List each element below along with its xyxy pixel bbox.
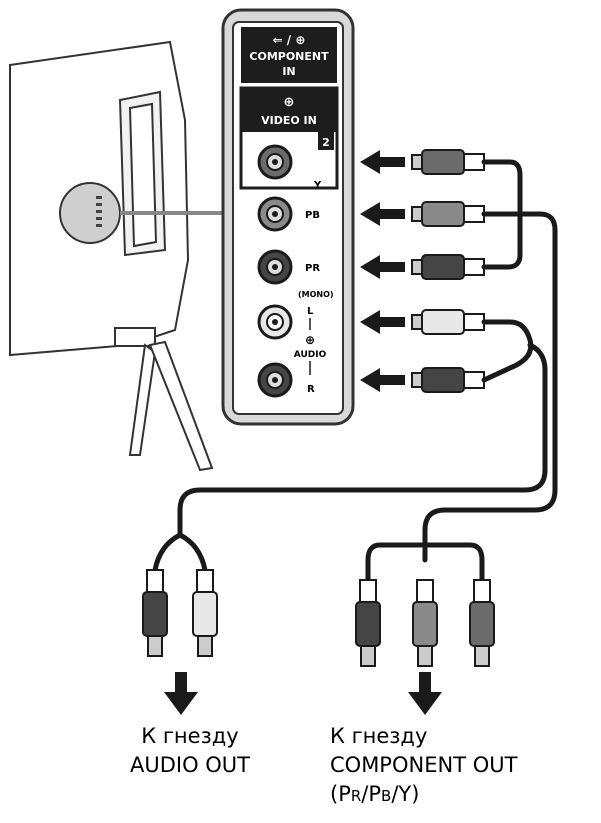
port-number: 2 [322,136,330,149]
component-cable [365,159,558,583]
component-header-label: COMPONENT [249,50,329,63]
caption-audio-out: К гнезду AUDIO OUT [100,722,280,780]
plug-audio-r-horizontal [411,367,485,393]
plug-y-horizontal [411,149,485,175]
jack-y-label: Y [313,180,322,191]
caption-component-line1: К гнезду [330,724,428,748]
plug-component-red-vertical [355,579,381,667]
jack-audio-r [257,362,293,398]
mono-label: (MONO) [298,290,334,299]
caption-component-line3-mid: /P [361,782,382,806]
down-arrow-audio [164,672,198,715]
jack-pr-label: PR [305,263,320,274]
tv-rear-illustration [9,40,214,472]
caption-component-line3-open: (P [330,782,351,806]
jack-pr [257,249,293,285]
magnifier-circle [59,182,228,244]
video-in-icon: ⊕ [284,95,295,110]
plug-pb-horizontal [411,201,485,227]
component-header-in: IN [282,65,295,78]
caption-component-out: К гнезду COMPONENT OUT (PR/PB/Y) [330,722,590,811]
jack-audio-l [257,304,293,340]
jack-r-label: R [307,384,315,395]
plug-pr-horizontal [411,254,485,280]
caption-component-line3-r: R [350,787,362,805]
caption-component-line3-end: /Y) [391,782,420,806]
plug-audio-red-vertical [142,569,168,657]
plug-component-green-vertical [469,579,495,667]
plug-audio-white-vertical [192,569,218,657]
caption-audio-line1: К гнезду [141,724,239,748]
caption-component-line2: COMPONENT OUT [330,753,518,777]
audio-icon: ⊕ [305,333,315,347]
plug-audio-l-horizontal [411,309,485,335]
down-arrow-component [408,672,442,715]
audio-cable [152,319,548,573]
jack-pb-label: PB [305,210,320,221]
video-in-label: VIDEO IN [261,114,317,127]
audio-label: AUDIO [294,350,327,360]
jack-pb [257,196,293,232]
caption-audio-line2: AUDIO OUT [129,753,251,777]
component-header-icons: ⇐ / ⊕ [273,33,306,47]
caption-component-line3: (PR/PB/Y) [330,780,590,811]
caption-component-line3-b: B [381,787,392,805]
plug-component-blue-vertical [412,579,438,667]
insert-arrows [360,150,405,392]
jack-y [257,144,293,180]
jack-l-label: L [307,306,314,317]
